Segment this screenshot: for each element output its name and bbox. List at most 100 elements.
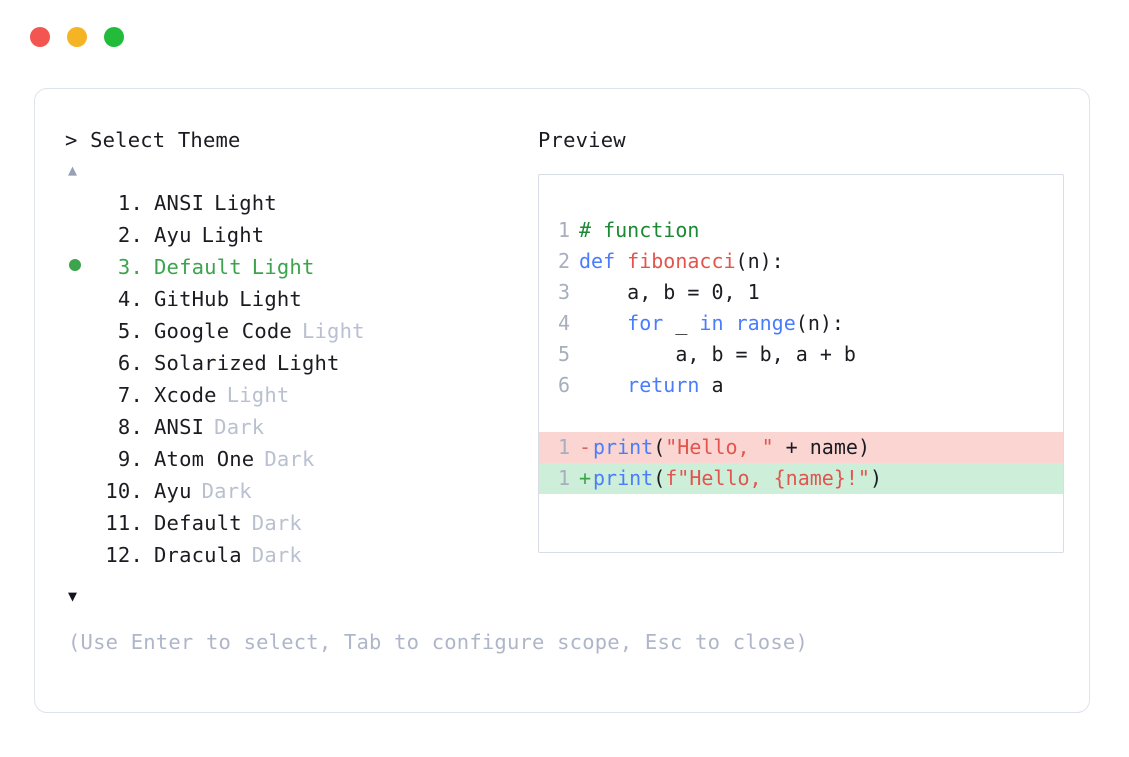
theme-variant: Dark <box>264 447 315 471</box>
theme-index: 2. <box>117 223 143 247</box>
code-token <box>579 311 627 335</box>
code-line: 6 return a <box>539 370 1063 401</box>
code-token <box>724 311 736 335</box>
code-token: (n): <box>735 249 784 273</box>
theme-variant: Light <box>301 319 365 343</box>
code-token: f"Hello, {name}!" <box>665 466 870 490</box>
theme-name: ANSI <box>154 415 205 439</box>
code-token: ) <box>857 435 870 459</box>
code-token: def <box>579 249 628 273</box>
code-token: print <box>593 466 654 490</box>
code-token: a <box>699 373 724 397</box>
diff-line-text: print(f"Hello, {name}!") <box>584 463 882 494</box>
theme-name: Solarized <box>154 351 267 375</box>
theme-variant: Light <box>276 351 340 375</box>
theme-index: 12. <box>105 543 143 567</box>
line-number: 2 <box>557 249 570 273</box>
code-line-text: return a <box>570 370 724 401</box>
theme-name: GitHub <box>154 287 230 311</box>
code-line-text: def fibonacci(n): <box>570 246 784 277</box>
keyboard-hint: (Use Enter to select, Tab to configure s… <box>68 630 808 654</box>
theme-variant: Light <box>226 383 290 407</box>
theme-index: 9. <box>117 447 143 471</box>
zoom-window-button[interactable] <box>104 27 124 47</box>
diff-lines: 1-print("Hello, " + name)1+print(f"Hello… <box>539 432 1063 494</box>
window-traffic-lights <box>30 27 124 47</box>
theme-name: Google Code <box>154 319 292 343</box>
code-token: + name <box>773 435 858 459</box>
line-number: 1 <box>557 466 570 490</box>
theme-list-item[interactable]: 10. Ayu Dark <box>65 475 535 507</box>
line-number: 1 <box>557 435 570 459</box>
line-number: 5 <box>557 342 570 366</box>
code-token: fibonacci <box>627 249 736 273</box>
theme-name: Xcode <box>154 383 217 407</box>
code-token: ( <box>653 435 666 459</box>
theme-variant: Light <box>214 191 277 215</box>
code-token: return <box>627 373 700 397</box>
theme-name: ANSI <box>154 191 205 215</box>
code-token <box>579 373 627 397</box>
code-line-text: for _ in range(n): <box>570 308 844 339</box>
scroll-down-icon[interactable]: ▼ <box>68 587 78 605</box>
diff-line-minus: 1-print("Hello, " + name) <box>539 432 1063 463</box>
theme-variant: Light <box>201 223 265 247</box>
line-number: 3 <box>557 280 570 304</box>
theme-list-item[interactable]: 11. Default Dark <box>65 507 535 539</box>
code-token: in <box>699 311 724 335</box>
theme-index: 7. <box>117 383 143 407</box>
theme-index: 3. <box>117 255 143 279</box>
theme-index: 8. <box>117 415 143 439</box>
theme-name: Atom One <box>154 447 255 471</box>
theme-index: 5. <box>117 319 143 343</box>
theme-variant: Dark <box>251 543 302 567</box>
code-line: 4 for _ in range(n): <box>539 308 1063 339</box>
theme-variant: Dark <box>251 511 302 535</box>
theme-variant: Dark <box>201 479 252 503</box>
diff-line-text: print("Hello, " + name) <box>584 432 870 463</box>
code-token: ) <box>869 466 883 490</box>
theme-index: 10. <box>105 479 143 503</box>
theme-index: 4. <box>117 287 143 311</box>
theme-list-item[interactable]: 8. ANSI Dark <box>65 411 535 443</box>
close-window-button[interactable] <box>30 27 50 47</box>
diff-marker: - <box>579 435 592 459</box>
minimize-window-button[interactable] <box>67 27 87 47</box>
code-token: for <box>627 311 664 335</box>
line-number: 6 <box>557 373 570 397</box>
line-number: 1 <box>557 218 570 242</box>
code-token: ( <box>653 466 666 490</box>
code-token: a, b = b, a + b <box>579 342 856 366</box>
theme-list-item[interactable]: 7. Xcode Light <box>65 379 535 411</box>
code-token: _ <box>663 311 700 335</box>
code-token: # function <box>579 218 700 242</box>
theme-name: Ayu <box>154 479 192 503</box>
code-line-text: a, b = 0, 1 <box>570 277 759 308</box>
theme-variant: Dark <box>214 415 265 439</box>
page-title: > Select Theme <box>65 128 241 152</box>
theme-index: 11. <box>105 511 143 535</box>
theme-variant: Light <box>251 255 315 279</box>
theme-name: Default <box>154 511 242 535</box>
scroll-up-icon[interactable]: ▲ <box>68 161 78 179</box>
code-line: 1 # function <box>539 215 1063 246</box>
selection-bullet <box>65 251 97 283</box>
code-token: print <box>593 435 654 459</box>
theme-list-item[interactable]: 9. Atom One Dark <box>65 443 535 475</box>
theme-list-item[interactable]: 5. Google Code Light <box>65 315 535 347</box>
selected-dot-icon <box>69 259 81 271</box>
